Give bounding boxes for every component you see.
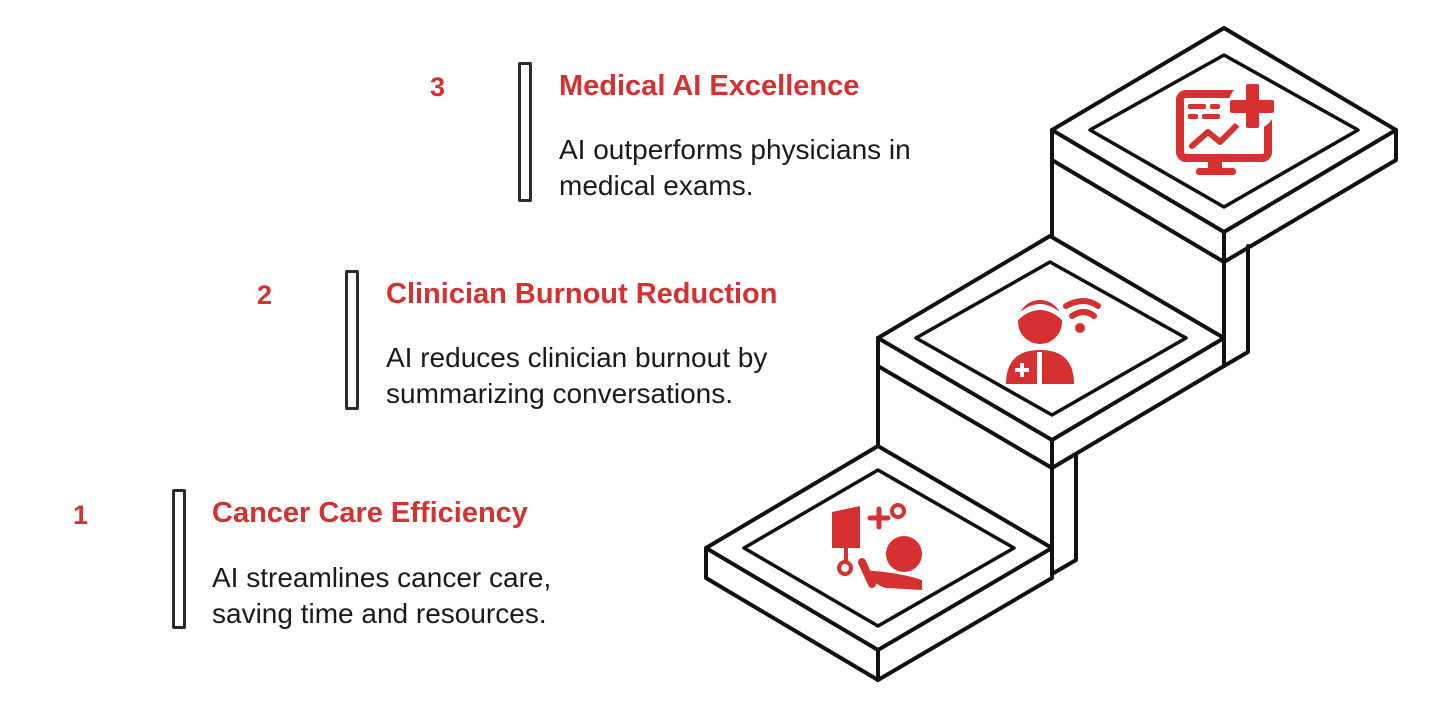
step-divider-bar [518, 62, 532, 202]
step-divider-bar [172, 489, 186, 629]
step-number: 3 [430, 72, 446, 102]
platform-step-1 [704, 444, 1054, 682]
step-description-line: AI outperforms physicians in [559, 134, 911, 165]
step-description: AI streamlines cancer care, saving time … [212, 560, 551, 632]
step-description: AI reduces clinician burnout by summariz… [386, 340, 767, 412]
step-description-line: AI streamlines cancer care, [212, 562, 552, 593]
monitor-chart-medical-cross-icon [1176, 82, 1276, 175]
step-description-line: saving time and resources. [212, 598, 547, 629]
step-description-line: medical exams. [559, 170, 754, 201]
step-title: Cancer Care Efficiency [212, 497, 528, 529]
step-number: 2 [257, 280, 273, 310]
step-description: AI outperforms physicians in medical exa… [559, 132, 911, 204]
step-number: 1 [73, 500, 89, 530]
step-divider-bar [345, 270, 359, 410]
patient-care-network-icon [832, 503, 922, 590]
step-title: Medical AI Excellence [559, 70, 860, 102]
clinician-wifi-icon [1006, 298, 1101, 384]
step-description-line: summarizing conversations. [386, 378, 734, 409]
platform-step-3 [1050, 26, 1398, 368]
step-description-line: AI reduces clinician burnout by [386, 342, 768, 373]
step-title: Clinician Burnout Reduction [386, 278, 778, 310]
